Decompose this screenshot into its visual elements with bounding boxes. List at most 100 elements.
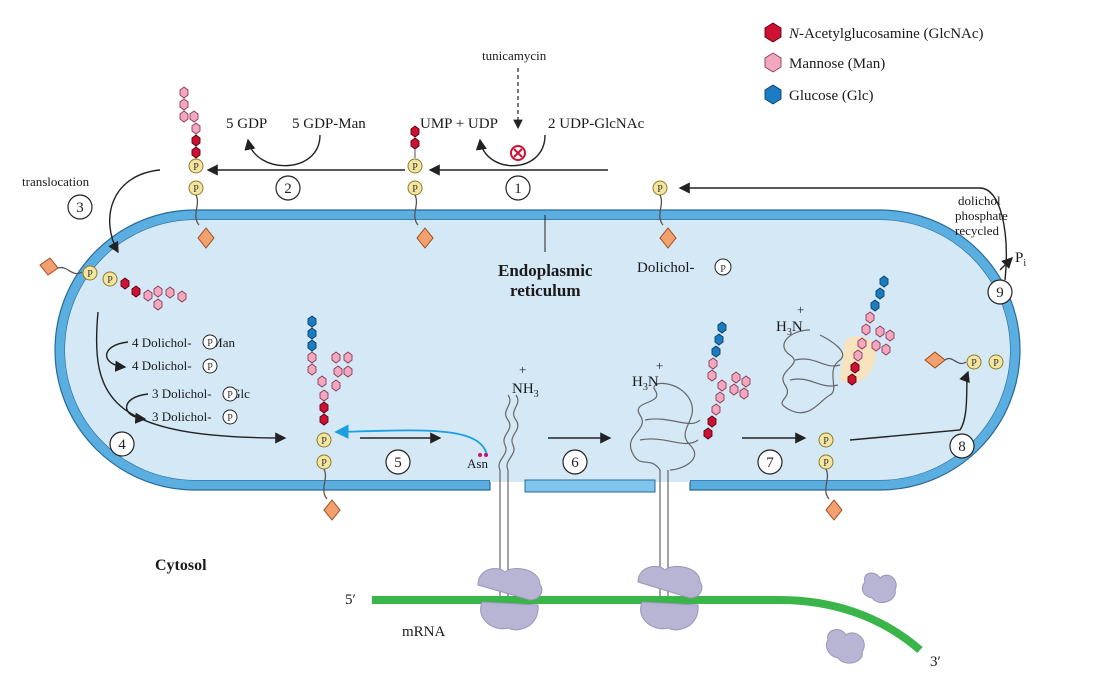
step4-arrow [95,311,287,444]
step-3: 3 [67,194,93,220]
legend: N-Acetylglucosamine (GlcNAc) Mannose (Ma… [764,22,984,105]
gdp-man-label: 5 GDP-Man [292,116,366,132]
dolichol-p-recycled: P [652,180,677,249]
five-prime-label: 5′ [345,592,356,608]
phosphate-circle [202,358,218,374]
legend-item-glucose: Glucose (Glc) [764,84,874,105]
three-prime-label: 3′ [930,654,941,670]
inhibition-icon [510,145,526,161]
svg-text:P: P [87,269,93,280]
asn-lone-pair-dot [484,453,488,457]
dolichol-pp-released: P P [818,432,843,521]
er-label-line1: Endoplasmic [498,261,593,280]
cytosol-label: Cytosol [155,557,207,574]
svg-text:3: 3 [76,200,84,216]
er-membrane [54,209,1021,493]
dol-p-label-2: 3 Dolichol- [152,409,212,424]
phosphate-circle [714,258,732,276]
legend-item-glcnac: N-Acetylglucosamine (GlcNAc) [764,22,984,43]
h3n-label-2: H3N [776,319,803,338]
svg-text:P: P [107,275,113,286]
asn-label: Asn [467,456,488,471]
svg-text:P: P [193,162,199,173]
nh3-label: NH3 [512,381,539,400]
phosphate-label: P [227,413,233,424]
svg-text:8: 8 [958,439,966,455]
svg-text:N-Acetylglucosamine (GlcNAc): N-Acetylglucosamine (GlcNAc) [788,26,984,42]
glycan-on-folded-protein [847,275,895,386]
phosphate-label: P [720,264,726,275]
svg-text:9: 9 [996,285,1004,301]
svg-text:2: 2 [284,181,292,197]
svg-text:P: P [971,358,977,369]
h3n-plus-1: + [656,358,663,373]
dol-p-man-cofactor-arrow [106,341,129,372]
svg-text:Glucose (Glc): Glucose (Glc) [789,88,874,104]
svg-text:5: 5 [394,455,402,471]
gdp-label: 5 GDP [226,116,267,132]
mrna-strand [372,596,923,654]
mannose-hexagon-icon [764,52,782,73]
membrane-translocon-segment [524,479,656,493]
ribosome-free-large [861,572,897,603]
ump-udp-label: UMP + UDP [420,116,498,132]
dol-p-glc-cofactor-arrow [126,393,149,424]
step-1: 1 [505,175,531,201]
phosphate-label: P [227,390,233,401]
er-label-line2: reticulum [510,281,581,300]
dol-p-man-label: 4 Dolichol- -Man [132,335,235,350]
svg-text:P: P [321,436,327,447]
oligosaccharide-transfer-arrow [334,424,488,456]
svg-text:Mannose (Man): Mannose (Man) [789,56,885,72]
tunicamycin-label: tunicamycin [482,48,547,63]
phosphate-label: P [207,338,213,349]
translocation-arrow [108,169,161,254]
dolichol-pp-glcnac2: P P [407,125,434,249]
phosphate-circle [222,386,238,402]
dolichol-pp-man5: P P [179,86,215,249]
glycan-on-folding-protein [703,321,751,440]
translocation-label: translocation [22,174,90,189]
step-5: 5 [385,449,411,475]
dolichol-pp-right: P P [924,351,1004,370]
svg-text:P: P [193,184,199,195]
ribosome-1 [477,568,543,631]
ribosome-free-small [825,629,865,664]
svg-text:7: 7 [766,455,774,471]
step2-cofactor-arrow [244,134,321,167]
flipped-dolichol-pp-man5: P P [39,257,187,311]
svg-text:P: P [657,184,663,195]
svg-text:P: P [993,358,999,369]
dol-p-label-1: 4 Dolichol- [132,358,192,373]
svg-text:P: P [412,184,418,195]
asn-lone-pair-dot [478,453,482,457]
step-7: 7 [757,449,783,475]
h3n-label-1: H3N [632,374,659,393]
phosphate-circle [202,334,218,350]
step1-cofactor-arrow [475,134,546,167]
dolichol-recycled-label-2: phosphate [955,208,1008,223]
dolichol-recycled-label-1: dolichol [958,193,1001,208]
mrna-label: mRNA [402,624,446,640]
legend-item-mannose: Mannose (Man) [764,52,885,73]
step-4: 4 [109,431,135,457]
glcnac-hexagon-icon [764,22,782,43]
dolichol-p-label: Dolichol- [637,260,695,276]
svg-text:P: P [412,162,418,173]
dolichol-recycled-label-3: recycled [955,223,1000,238]
ribosome-2 [637,566,703,631]
dolichol-pp-oligosaccharide: P P [307,315,353,521]
step8-arrow [849,370,970,441]
svg-text:P: P [321,458,327,469]
phosphate-circle [222,409,238,425]
svg-text:6: 6 [571,455,579,471]
step-6: 6 [562,449,588,475]
pi-release-arrow [999,257,1013,271]
h3n-plus-2: + [797,302,804,317]
udp-glcnac-label: 2 UDP-GlcNAc [548,116,645,132]
svg-text:1: 1 [514,181,522,197]
pi-label: Pi [1015,250,1026,269]
nascent-polypeptide [498,394,519,600]
phosphate-label: P [207,362,213,373]
